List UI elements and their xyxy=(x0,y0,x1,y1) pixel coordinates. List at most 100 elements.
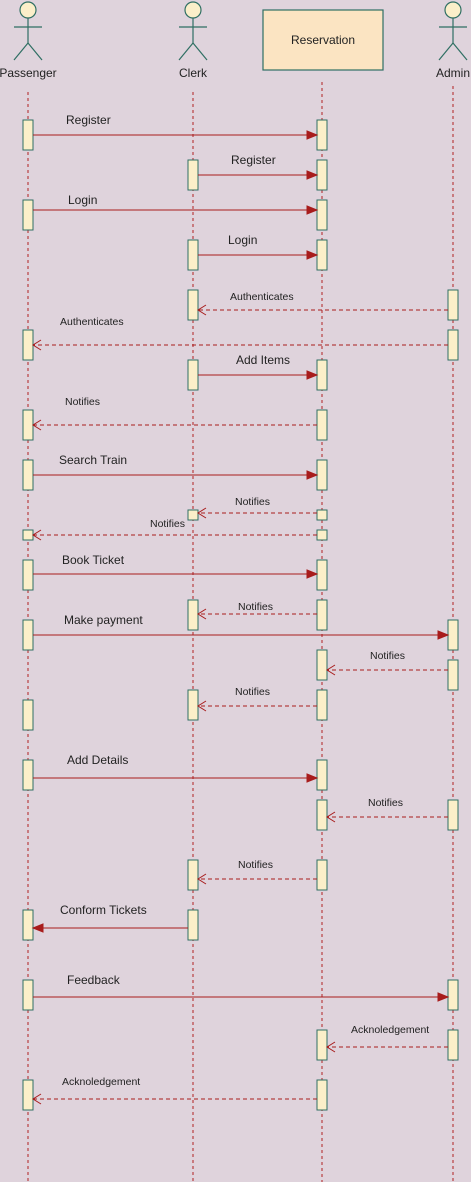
message-label: Search Train xyxy=(59,453,127,467)
activation-bar xyxy=(22,529,34,541)
filled-arrowhead-icon xyxy=(306,470,319,480)
open-arrowhead-icon xyxy=(32,1093,42,1105)
open-arrowhead-icon xyxy=(197,700,207,712)
activation-bar xyxy=(316,1079,328,1111)
open-arrowhead-icon xyxy=(197,304,207,316)
message-label: Register xyxy=(66,113,111,127)
activation-bar xyxy=(316,159,328,191)
actor-leg-left xyxy=(178,42,194,61)
message-register: Register xyxy=(198,153,319,180)
message-label: Notifies xyxy=(238,859,273,871)
message-notifies: Notifies xyxy=(197,859,317,885)
activation-bar xyxy=(22,409,34,441)
activation-bar xyxy=(187,909,199,941)
message-label: Login xyxy=(228,233,257,247)
message-label: Notifies xyxy=(370,650,405,662)
activation-bar xyxy=(447,329,459,361)
open-arrowhead-icon xyxy=(197,507,207,519)
activation-bar xyxy=(316,119,328,151)
activation-bar xyxy=(187,509,199,521)
activation-bar xyxy=(316,509,328,521)
message-label: Add Items xyxy=(236,353,290,367)
message-notifies: Notifies xyxy=(197,601,317,620)
message-label: Notifies xyxy=(368,797,403,809)
message-label: Make payment xyxy=(64,613,143,627)
activation-bar xyxy=(316,529,328,541)
open-arrowhead-icon xyxy=(326,1041,336,1053)
activation-bar xyxy=(316,1029,328,1061)
filled-arrowhead-icon xyxy=(306,130,319,140)
activation-bar xyxy=(447,289,459,321)
message-add-details: Add Details xyxy=(33,753,319,783)
message-conform-tickets: Conform Tickets xyxy=(31,903,188,933)
activation-bar xyxy=(187,689,199,721)
activation-bar xyxy=(447,1029,459,1061)
message-authenticates: Authenticates xyxy=(32,316,448,351)
filled-arrowhead-icon xyxy=(306,569,319,579)
message-notifies: Notifies xyxy=(32,518,317,541)
message-label: Register xyxy=(231,153,276,167)
participant-label: Reservation xyxy=(291,33,355,47)
filled-arrowhead-icon xyxy=(437,630,450,640)
actor-leg-right xyxy=(452,42,468,61)
participant-reservation: Reservation xyxy=(262,9,384,71)
participant-clerk: Clerk xyxy=(178,1,208,80)
message-make-payment: Make payment xyxy=(33,613,450,640)
activation-bar xyxy=(22,559,34,591)
open-arrowhead-icon xyxy=(32,339,42,351)
activation-bar xyxy=(22,909,34,941)
activation-bar xyxy=(22,1079,34,1111)
activation-bar xyxy=(316,799,328,831)
open-arrowhead-icon xyxy=(32,529,42,541)
activation-bar xyxy=(316,359,328,391)
activation-bar xyxy=(22,199,34,231)
message-label: Feedback xyxy=(67,973,121,987)
message-search-train: Search Train xyxy=(33,453,319,480)
message-notifies: Notifies xyxy=(197,686,317,712)
message-label: Notifies xyxy=(238,601,273,613)
filled-arrowhead-icon xyxy=(437,992,450,1002)
message-login: Login xyxy=(198,233,319,260)
message-add-items: Add Items xyxy=(198,353,319,380)
activation-bar xyxy=(316,459,328,491)
participant-passenger: Passenger xyxy=(0,1,57,80)
message-label: Acknoledgement xyxy=(62,1076,140,1088)
activation-bar xyxy=(22,459,34,491)
activation-bar xyxy=(447,659,459,691)
activation-bar xyxy=(316,759,328,791)
message-book-ticket: Book Ticket xyxy=(33,553,319,579)
activation-bar xyxy=(316,559,328,591)
activation-bar xyxy=(187,239,199,271)
open-arrowhead-icon xyxy=(32,419,42,431)
participant-label: Clerk xyxy=(179,66,208,80)
actor-head-icon xyxy=(444,1,462,19)
actor-leg-left xyxy=(13,42,29,61)
actor-head-icon xyxy=(19,1,37,19)
message-feedback: Feedback xyxy=(33,973,450,1002)
filled-arrowhead-icon xyxy=(306,170,319,180)
filled-arrowhead-icon xyxy=(31,923,44,933)
activation-bar xyxy=(447,799,459,831)
message-label: Login xyxy=(68,193,97,207)
activation-bar xyxy=(316,649,328,681)
activation-bar xyxy=(316,859,328,891)
message-label: Acknoledgement xyxy=(351,1024,429,1036)
activation-bar xyxy=(22,619,34,651)
object-box xyxy=(262,9,384,71)
filled-arrowhead-icon xyxy=(306,773,319,783)
filled-arrowhead-icon xyxy=(306,370,319,380)
message-label: Add Details xyxy=(67,753,128,767)
activation-bar xyxy=(316,239,328,271)
activation-bar xyxy=(316,689,328,721)
open-arrowhead-icon xyxy=(197,873,207,885)
message-label: Authenticates xyxy=(230,291,294,303)
open-arrowhead-icon xyxy=(197,608,207,620)
message-authenticates: Authenticates xyxy=(197,291,448,316)
activation-bar xyxy=(22,329,34,361)
message-acknoledgement: Acknoledgement xyxy=(32,1076,317,1105)
activation-bar xyxy=(22,759,34,791)
open-arrowhead-icon xyxy=(326,811,336,823)
activation-bar xyxy=(316,409,328,441)
activation-bar xyxy=(316,199,328,231)
